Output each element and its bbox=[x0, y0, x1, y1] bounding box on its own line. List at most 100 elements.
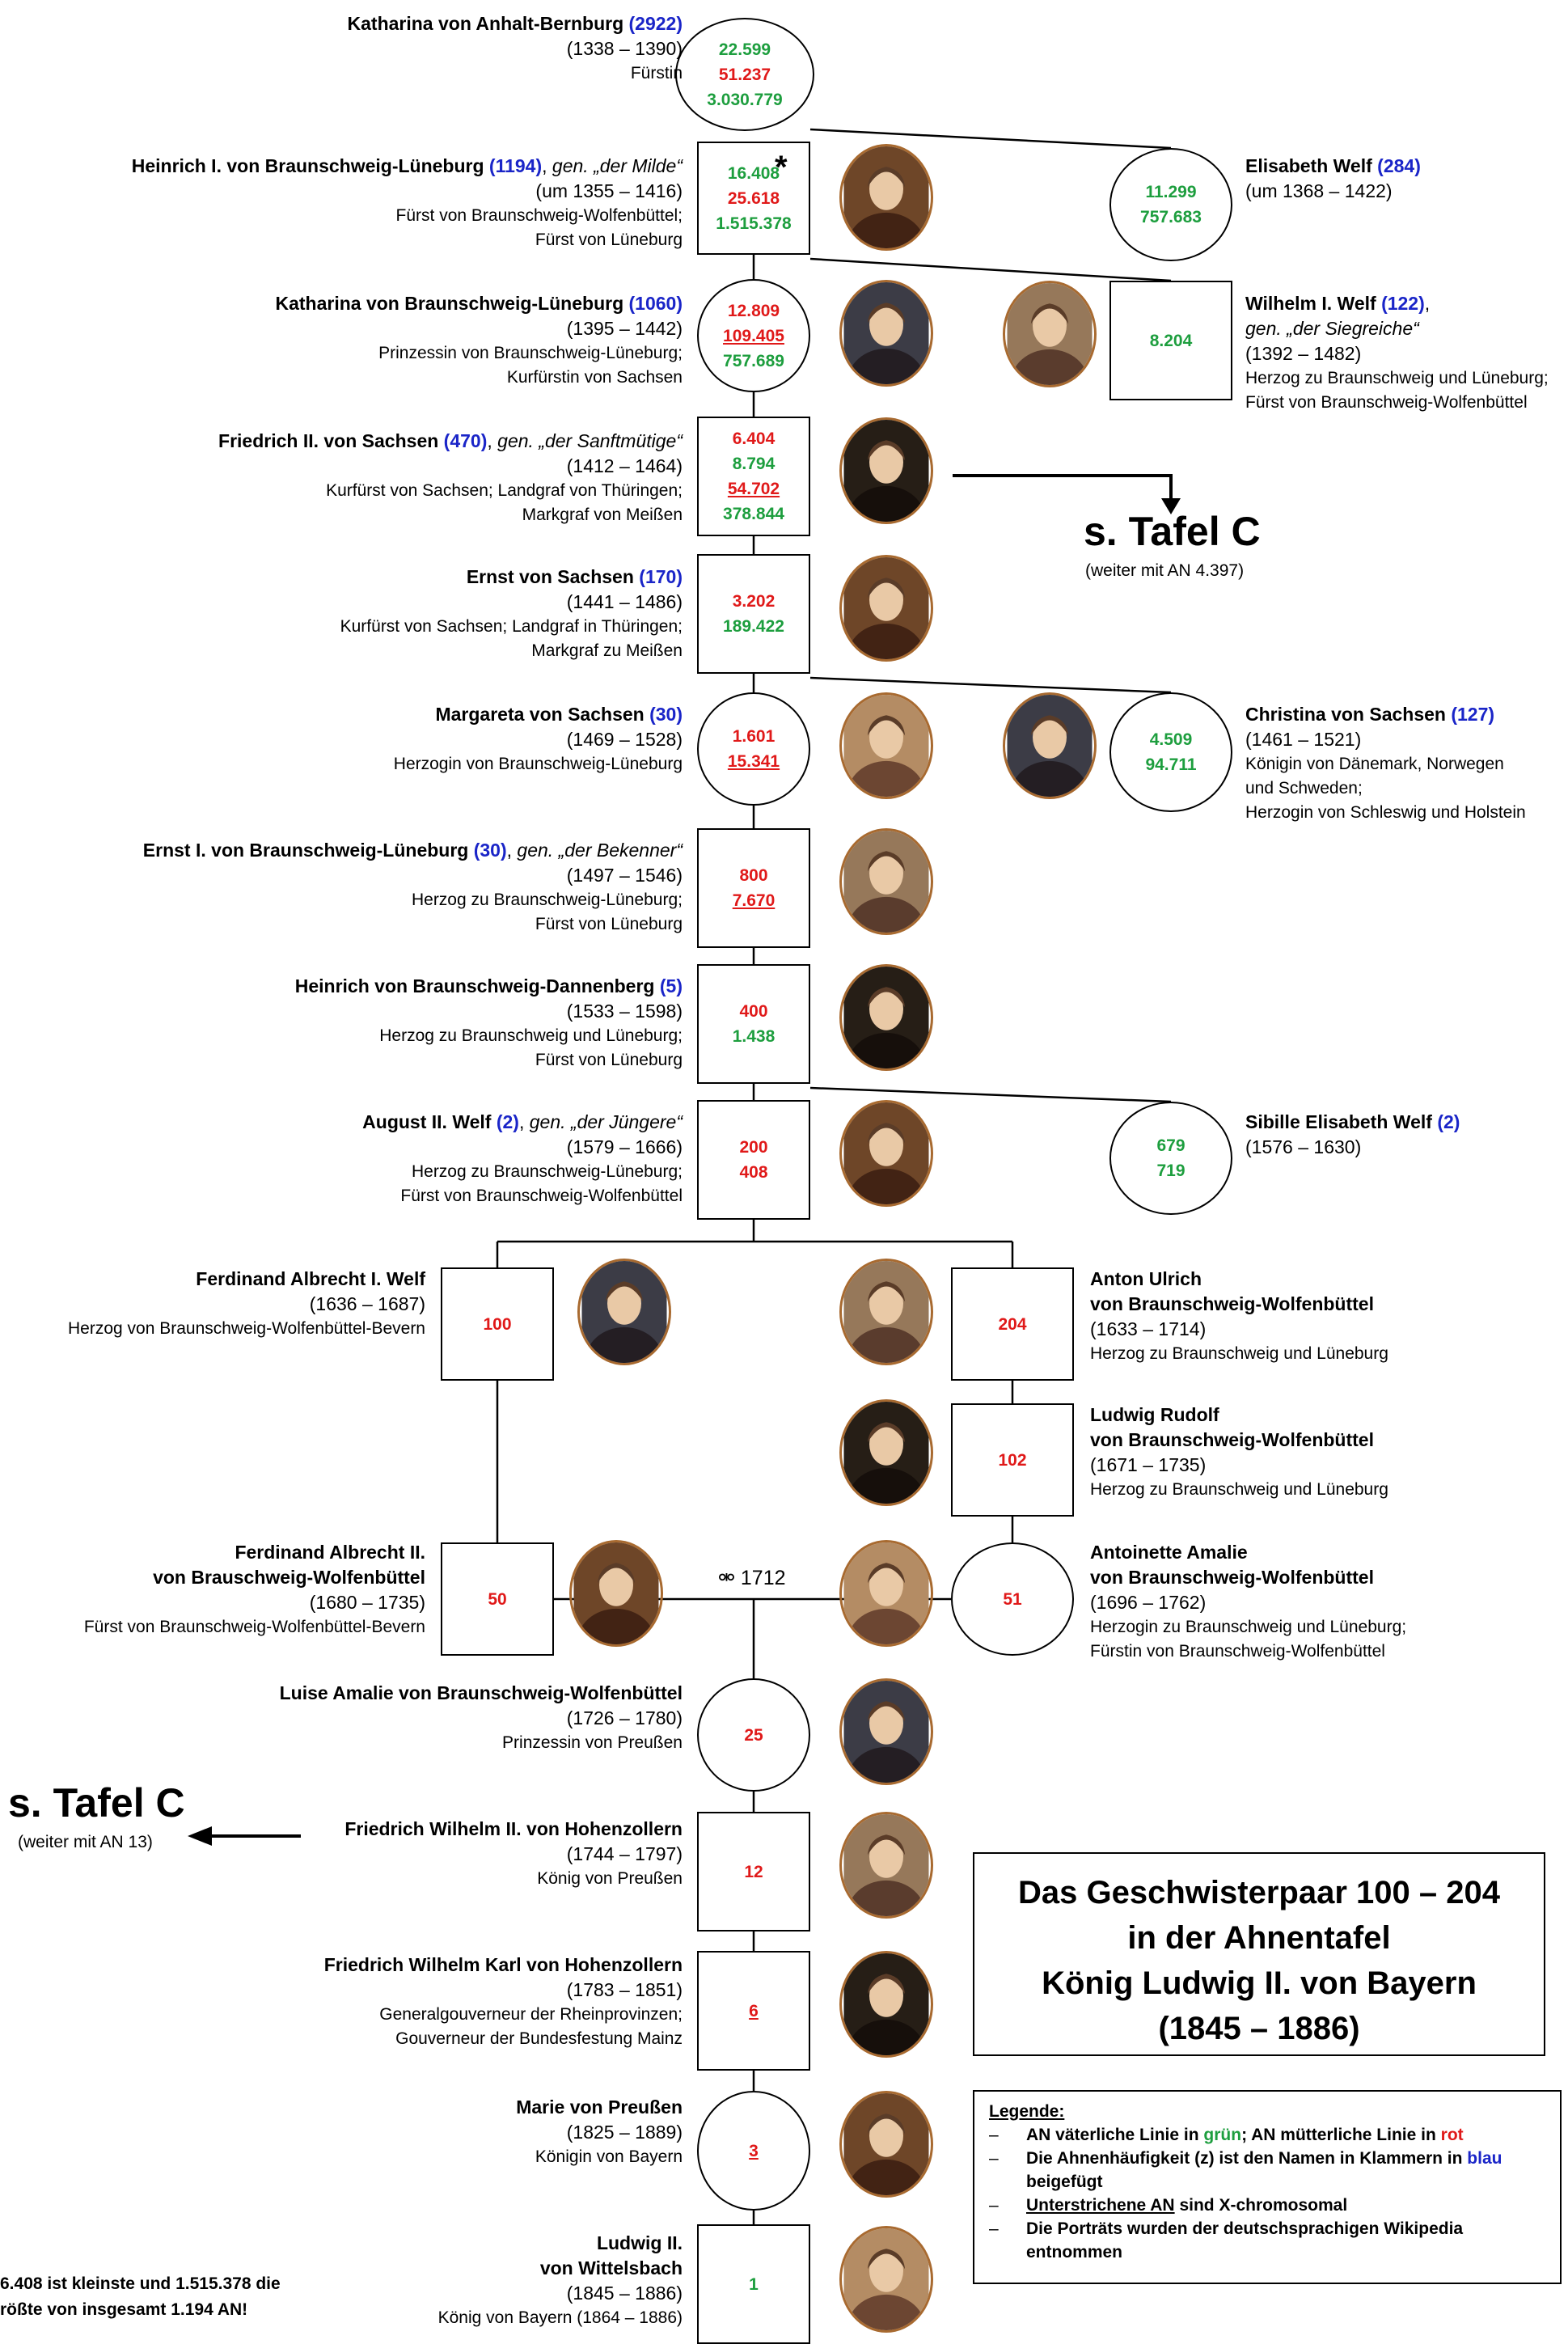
person-name: Elisabeth Welf bbox=[1245, 155, 1372, 176]
portrait-image bbox=[839, 280, 933, 387]
female-ancestor-circle: 25 bbox=[697, 1678, 810, 1792]
title-line: Prinzessin von Braunschweig-Lüneburg; bbox=[378, 344, 683, 362]
person-label: Christina von Sachsen (127)(1461 – 1521)… bbox=[1245, 702, 1526, 825]
legend: Legende: AN väterliche Linie in grün; AN… bbox=[973, 2090, 1562, 2284]
an-number: 400 bbox=[739, 1002, 768, 1021]
life-dates: (1744 – 1797) bbox=[566, 1843, 683, 1864]
portrait-art bbox=[843, 1814, 929, 1916]
portrait-art bbox=[573, 1542, 659, 1644]
portrait-image bbox=[839, 828, 933, 935]
an-number: 189.422 bbox=[723, 617, 784, 636]
title-line: Fürst von Braunschweig-Wolfenbüttel bbox=[400, 1187, 683, 1205]
life-dates: (1671 – 1735) bbox=[1090, 1454, 1207, 1475]
an-number: 102 bbox=[998, 1450, 1027, 1470]
bottom-note: 6.408 ist kleinste und 1.515.378 die röß… bbox=[0, 2271, 281, 2323]
life-dates: (1338 – 1390) bbox=[566, 38, 683, 59]
title-line: Fürst von Braunschweig-Wolfenbüttel; bbox=[395, 206, 683, 225]
portrait-image bbox=[1003, 281, 1097, 387]
an-number: 757.689 bbox=[723, 351, 784, 370]
person-label: Marie von Preußen(1825 – 1889)Königin vo… bbox=[516, 2095, 683, 2169]
person-label: Heinrich von Braunschweig-Dannenberg (5)… bbox=[295, 974, 683, 1073]
title-line: Kurfürst von Sachsen; Landgraf von Thüri… bbox=[326, 481, 683, 500]
arrow-head-left bbox=[188, 1826, 212, 1846]
title-line: Fürstin bbox=[630, 64, 683, 83]
tafel-c-right-sub: (weiter mit AN 4.397) bbox=[1085, 561, 1245, 580]
male-ancestor-box: 1 bbox=[697, 2224, 810, 2344]
male-ancestor-box: 102 bbox=[951, 1403, 1074, 1517]
person-name: Wilhelm I. Welf bbox=[1245, 293, 1376, 314]
life-dates: (um 1368 – 1422) bbox=[1245, 180, 1393, 201]
an-number: 15.341 bbox=[727, 752, 780, 771]
portrait-art bbox=[843, 420, 929, 522]
an-number: 51 bbox=[1003, 1589, 1022, 1609]
an-number: 12 bbox=[744, 1862, 763, 1881]
life-dates: (1533 – 1598) bbox=[566, 1001, 683, 1022]
title-line-4: (1845 – 1886) bbox=[1158, 2011, 1360, 2046]
tafel-c-left-sub: (weiter mit AN 13) bbox=[18, 1833, 153, 1851]
portrait-image bbox=[577, 1259, 671, 1365]
person-label: Margareta von Sachsen (30)(1469 – 1528)H… bbox=[394, 702, 683, 776]
portrait-art bbox=[843, 967, 929, 1068]
portrait-art bbox=[843, 695, 929, 797]
title-line: Fürst von Lüneburg bbox=[535, 1051, 683, 1069]
portrait-image bbox=[839, 1259, 933, 1365]
an-number: 200 bbox=[739, 1138, 768, 1157]
legend-item-underline: Unterstrichene AN sind X-chromosomal bbox=[989, 2194, 1545, 2217]
an-number: 25.618 bbox=[727, 188, 780, 208]
an-number: 8.204 bbox=[1149, 331, 1193, 350]
life-dates: (1680 – 1735) bbox=[309, 1592, 425, 1613]
person-label: Ferdinand Albrecht II.von Brauschweig-Wo… bbox=[84, 1540, 425, 1640]
male-ancestor-box: 204 bbox=[951, 1267, 1074, 1381]
frequency-count: (170) bbox=[639, 566, 683, 587]
life-dates: (1696 – 1762) bbox=[1090, 1592, 1207, 1613]
portrait-image bbox=[1003, 692, 1097, 799]
life-dates: (1726 – 1780) bbox=[566, 1707, 683, 1728]
frequency-count: (5) bbox=[659, 975, 683, 996]
portrait-image bbox=[839, 692, 933, 799]
portrait-image bbox=[569, 1540, 663, 1647]
an-number: 757.683 bbox=[1140, 208, 1202, 226]
life-dates: (1783 – 1851) bbox=[566, 1979, 683, 2000]
title-line: Markgraf von Meißen bbox=[522, 506, 683, 524]
tafel-c-right-label: s. Tafel C bbox=[1084, 509, 1261, 554]
person-name: Ludwig II. bbox=[596, 2232, 683, 2253]
life-dates: (1845 – 1886) bbox=[566, 2283, 683, 2304]
portrait-art bbox=[843, 146, 929, 248]
person-name: Sibille Elisabeth Welf bbox=[1245, 1111, 1432, 1132]
nickname: gen. „der Milde“ bbox=[552, 155, 683, 176]
an-number: 100 bbox=[483, 1314, 512, 1334]
an-number: 1.515.378 bbox=[716, 214, 792, 233]
portrait-art bbox=[1007, 283, 1093, 385]
life-dates: (1636 – 1687) bbox=[309, 1293, 425, 1314]
person-name: Marie von Preußen bbox=[516, 2096, 683, 2118]
bottom-note-line-2: rößte von insgesamt 1.194 AN! bbox=[0, 2300, 248, 2319]
person-label: Ernst von Sachsen (170)(1441 – 1486)Kurf… bbox=[340, 565, 683, 663]
portrait-art bbox=[1007, 695, 1093, 797]
frequency-count: (2922) bbox=[628, 13, 683, 34]
portrait-image bbox=[839, 555, 933, 662]
title-line: Herzog zu Braunschweig und Lüneburg bbox=[1090, 1480, 1388, 1499]
person-label: August II. Welf (2), gen. „der Jüngere“(… bbox=[362, 1110, 683, 1208]
nickname: gen. „der Jüngere“ bbox=[529, 1111, 683, 1132]
title-line: Fürst von Braunschweig-Wolfenbüttel bbox=[1245, 393, 1528, 412]
an-number: 6 bbox=[749, 2001, 759, 2020]
connector-line bbox=[809, 1086, 1172, 1103]
title-line-1: Das Geschwisterpaar 100 – 204 bbox=[1018, 1875, 1500, 1910]
person-name: Ferdinand Albrecht II. bbox=[235, 1542, 425, 1563]
person-label: Elisabeth Welf (284)(um 1368 – 1422) bbox=[1245, 154, 1421, 204]
male-ancestor-box: 12 bbox=[697, 1812, 810, 1931]
person-name-line: Friedrich Wilhelm II. von Hohenzollern bbox=[344, 1817, 683, 1842]
portrait-image bbox=[839, 144, 933, 251]
title-line: Fürst von Lüneburg bbox=[535, 231, 683, 249]
male-ancestor-box: 100 bbox=[441, 1267, 554, 1381]
person-name: Ludwig Rudolf bbox=[1090, 1404, 1219, 1425]
